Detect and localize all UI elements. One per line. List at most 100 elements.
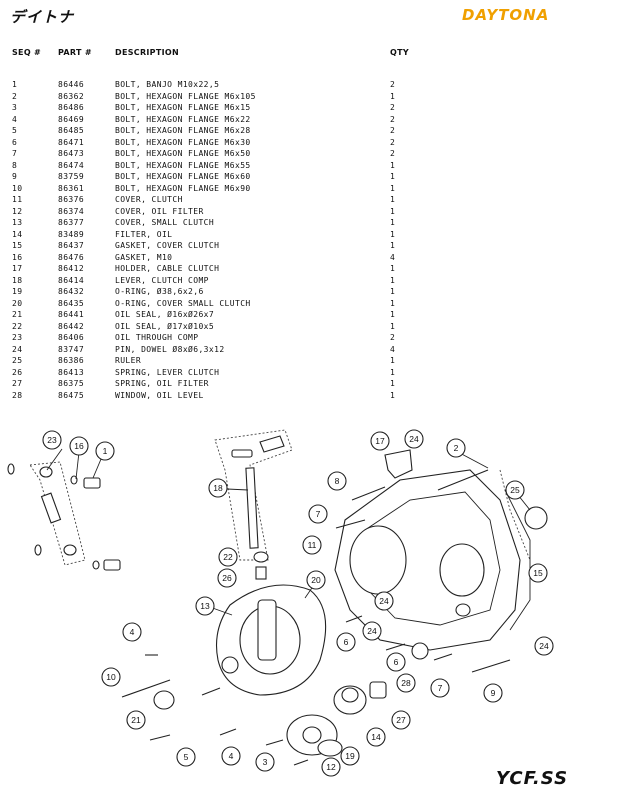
callout-24: 24 (404, 429, 424, 449)
description-cell: FILTER, OIL (115, 229, 173, 239)
callout-number: 15 (533, 568, 543, 578)
callout-number: 19 (345, 751, 355, 761)
qty-cell: 1 (390, 298, 396, 308)
part-number-cell: 86374 (58, 206, 85, 216)
description-cell: OIL SEAL, Ø16xØ26x7 (115, 310, 215, 319)
callout-number: 8 (335, 476, 340, 486)
qty-cell: 1 (390, 160, 396, 170)
header-qty: QTY (390, 48, 409, 57)
part-number-cell: 86432 (58, 287, 85, 296)
callout-27: 27 (391, 710, 411, 730)
description-cell: BOLT, HEXAGON FLANGE M6x28 (115, 126, 251, 135)
callout-15: 15 (528, 563, 548, 583)
description-cell: BOLT, HEXAGON FLANGE M6x22 (115, 114, 251, 124)
callout-26: 26 (217, 568, 237, 588)
callout-20: 20 (306, 570, 326, 590)
part-number-cell: 86386 (58, 356, 85, 365)
callout-8: 8 (327, 471, 347, 491)
seq-cell: 28 (12, 390, 23, 400)
description-cell: WINDOW, OIL LEVEL (115, 390, 204, 400)
callout-number: 6 (344, 637, 349, 647)
callout-number: 7 (316, 509, 321, 519)
part-number-cell: 86362 (58, 91, 85, 101)
part-number-cell: 83489 (58, 229, 85, 239)
seq-cell: 9 (12, 172, 18, 181)
callout-24: 24 (534, 636, 554, 656)
callout-number: 22 (223, 552, 233, 562)
callout-number: 28 (401, 678, 411, 688)
callout-number: 7 (438, 683, 443, 693)
callout-number: 13 (200, 601, 210, 611)
description-cell: COVER, CLUTCH (115, 195, 183, 204)
callout-number: 16 (74, 441, 84, 451)
callout-17: 17 (370, 431, 390, 451)
seq-cell: 26 (12, 367, 23, 377)
callout-25: 25 (505, 480, 525, 500)
description-cell: RULER (115, 356, 142, 365)
description-cell: BOLT, HEXAGON FLANGE M6x105 (115, 91, 256, 101)
seq-cell: 21 (12, 310, 23, 319)
description-cell: SPRING, LEVER CLUTCH (115, 367, 220, 377)
description-cell: GASKET, COVER CLUTCH (115, 241, 220, 250)
part-number-cell: 86474 (58, 160, 85, 170)
part-number-cell: 86446 (58, 80, 85, 89)
part-number-cell: 86375 (58, 379, 85, 388)
part-number-cell: 86441 (58, 310, 85, 319)
part-number-cell: 86476 (58, 252, 85, 262)
callout-number: 24 (367, 626, 377, 636)
description-cell: HOLDER, CABLE CLUTCH (115, 264, 220, 273)
seq-cell: 22 (12, 321, 23, 331)
callout-number: 26 (222, 573, 232, 583)
callout-7: 7 (308, 504, 328, 524)
part-number-cell: 86486 (58, 103, 85, 112)
callout-22: 22 (218, 547, 238, 567)
qty-cell: 1 (390, 390, 396, 400)
part-number-cell: 86473 (58, 149, 85, 158)
qty-cell: 1 (390, 206, 396, 216)
callout-number: 24 (379, 596, 389, 606)
seq-cell: 5 (12, 126, 18, 135)
qty-cell: 2 (390, 149, 396, 158)
callout-1: 1 (95, 441, 115, 461)
description-cell: O-RING, COVER SMALL CLUTCH (115, 298, 251, 308)
callout-24: 24 (362, 621, 382, 641)
description-cell: SPRING, OIL FILTER (115, 379, 209, 388)
callout-number: 4 (130, 627, 135, 637)
callout-6: 6 (336, 632, 356, 652)
description-cell: BOLT, HEXAGON FLANGE M6x55 (115, 160, 251, 170)
callout-number: 4 (229, 751, 234, 761)
qty-cell: 1 (390, 356, 396, 365)
qty-cell: 1 (390, 241, 396, 250)
callout-10: 10 (101, 667, 121, 687)
description-cell: BOLT, HEXAGON FLANGE M6x60 (115, 172, 251, 181)
callout-16: 16 (69, 436, 89, 456)
qty-cell: 4 (390, 344, 396, 354)
callout-13: 13 (195, 596, 215, 616)
header-part: PART # (58, 48, 92, 57)
description-cell: GASKET, M10 (115, 252, 173, 262)
seq-cell: 12 (12, 206, 23, 216)
header-description: DESCRIPTION (115, 48, 179, 57)
description-cell: OIL SEAL, Ø17xØ10x5 (115, 321, 215, 331)
callout-3: 3 (255, 752, 275, 772)
qty-cell: 2 (390, 126, 396, 135)
description-cell: O-RING, Ø38,6x2,6 (115, 287, 204, 296)
brand-logo-left: デイトナ (10, 8, 75, 26)
callout-number: 10 (106, 672, 116, 682)
qty-cell: 1 (390, 379, 396, 388)
brand-logo-ycf: YCF.SS (496, 768, 569, 789)
callout-number: 24 (409, 434, 419, 444)
callout-number: 24 (539, 641, 549, 651)
seq-cell: 18 (12, 275, 23, 285)
part-number-cell: 86406 (58, 333, 85, 342)
seq-cell: 17 (12, 264, 23, 273)
